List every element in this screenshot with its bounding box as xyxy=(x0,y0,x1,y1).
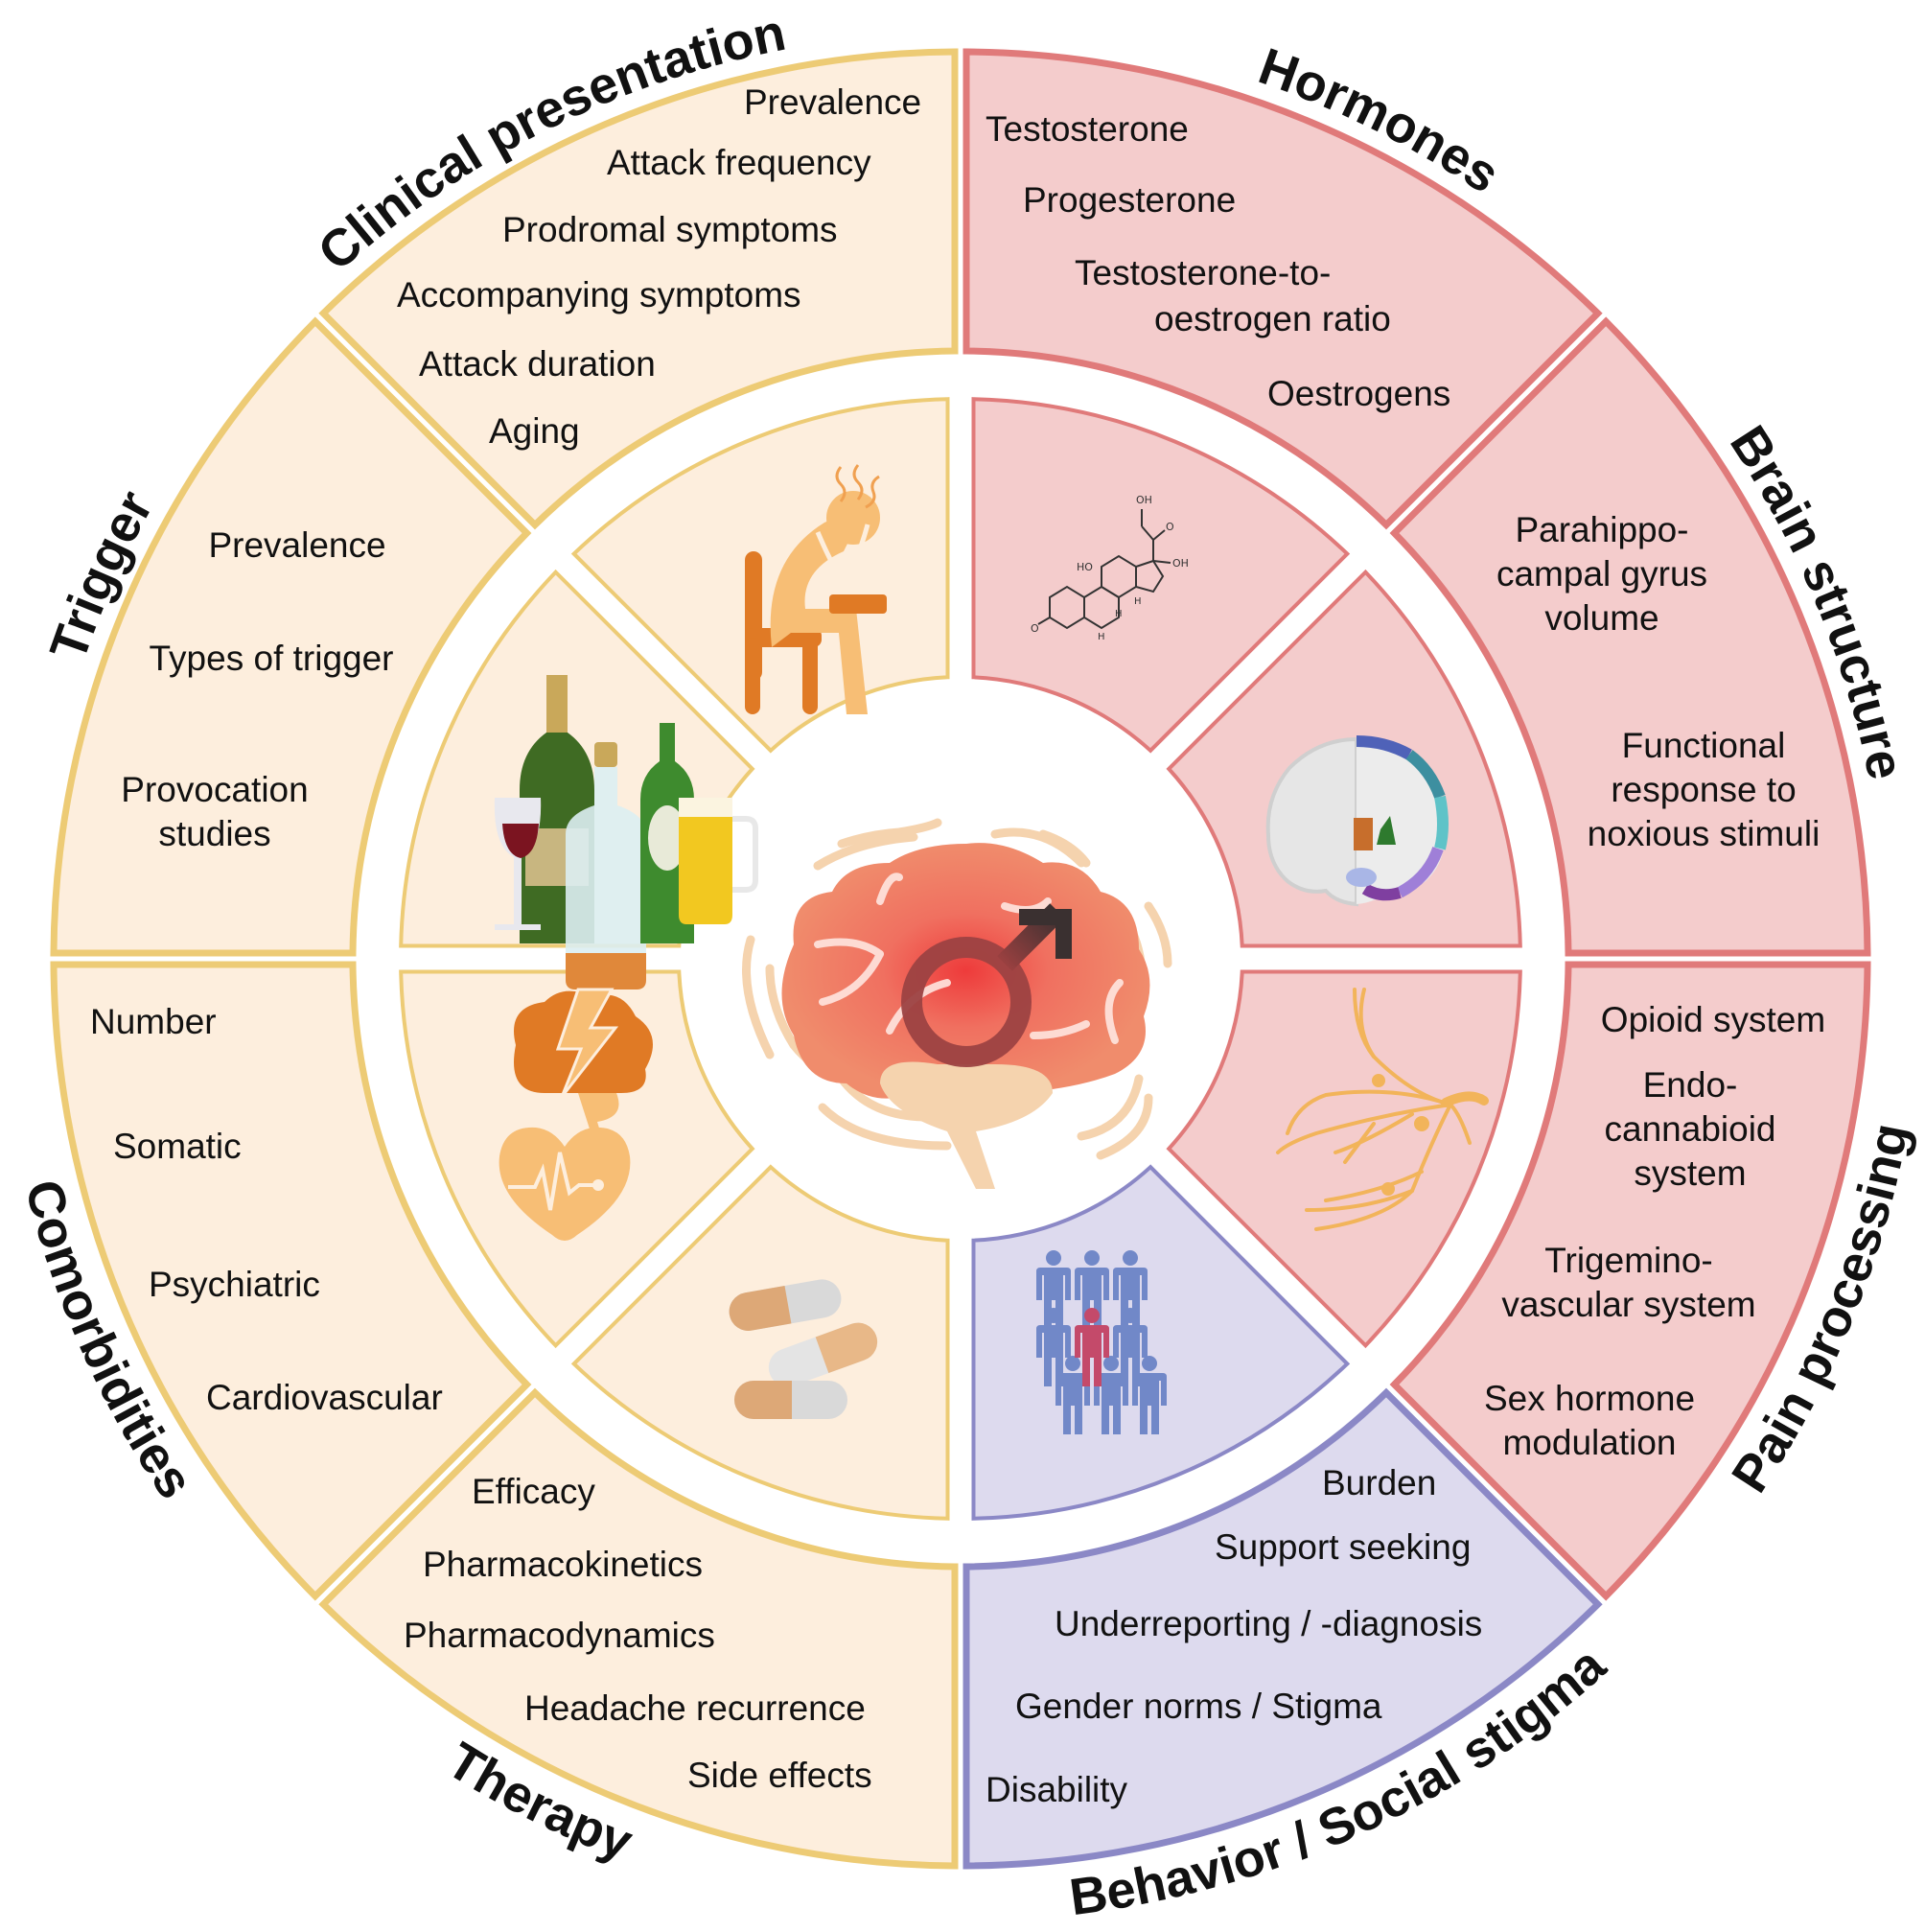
brain-structure-item-functional-response: Functional response to noxious stimuli xyxy=(1588,724,1821,856)
hormones-item-testosterone: Testosterone xyxy=(986,109,1189,149)
comorbidities-item-psychiatric: Psychiatric xyxy=(149,1265,320,1304)
line: modulation xyxy=(1502,1423,1677,1462)
line: volume xyxy=(1544,598,1659,638)
brain-and-heart-icon xyxy=(499,988,653,1241)
clinical-item-attack-frequency: Attack frequency xyxy=(607,143,871,182)
svg-text:H: H xyxy=(1115,609,1123,619)
svg-text:OH: OH xyxy=(1172,557,1189,570)
clinical-item-prevalence: Prevalence xyxy=(744,82,922,122)
outer-sector-hormones xyxy=(962,48,1603,530)
outer-sector-brain-structure xyxy=(1389,316,1871,957)
comorbidities-item-somatic: Somatic xyxy=(113,1127,242,1166)
svg-text:OH: OH xyxy=(1136,494,1152,506)
hormones-item-ratio-line2: oestrogen ratio xyxy=(1154,299,1391,338)
svg-text:O: O xyxy=(1166,521,1174,533)
svg-text:HO: HO xyxy=(1077,561,1093,573)
line: Provocation xyxy=(121,770,309,809)
outer-sector-comorbidities xyxy=(50,961,532,1601)
line: vascular system xyxy=(1501,1285,1756,1324)
svg-text:H: H xyxy=(1134,596,1142,607)
trigger-item-prevalence: Prevalence xyxy=(208,524,385,568)
behavior-item-gender-norms: Gender norms / Stigma xyxy=(1015,1687,1382,1726)
pain-item-endocannabioid: Endo- cannabioid system xyxy=(1605,1063,1776,1196)
therapy-item-pharmacodynamics: Pharmacodynamics xyxy=(404,1616,715,1655)
hormones-item-progesterone: Progesterone xyxy=(1023,180,1237,220)
svg-text:H: H xyxy=(1098,632,1105,642)
svg-text:O: O xyxy=(1031,622,1039,635)
inner-sector-hormones xyxy=(971,397,1351,754)
inner-sector-pain-processing xyxy=(1166,969,1522,1349)
clinical-item-prodromal-symptoms: Prodromal symptoms xyxy=(502,210,838,249)
clinical-item-attack-duration: Attack duration xyxy=(419,344,656,384)
therapy-item-side-effects: Side effects xyxy=(687,1756,872,1795)
clinical-item-accompanying-symptoms: Accompanying symptoms xyxy=(397,275,801,314)
trigger-item-provocation-studies: Provocation studies xyxy=(121,768,308,856)
therapy-item-headache-recurrence: Headache recurrence xyxy=(524,1688,866,1728)
clinical-item-aging: Aging xyxy=(489,411,580,451)
line: Trigemino- xyxy=(1544,1241,1713,1280)
trigger-item-types-of-trigger: Types of trigger xyxy=(149,637,393,681)
line: Functional xyxy=(1621,726,1786,765)
line: Sex hormone xyxy=(1483,1379,1696,1418)
line: Prevalence xyxy=(208,525,386,565)
hormones-item-oestrogens: Oestrogens xyxy=(1267,374,1451,413)
behavior-item-underreporting: Underreporting / -diagnosis xyxy=(1055,1604,1483,1643)
line: response to xyxy=(1611,770,1797,809)
inner-sector-therapy xyxy=(570,1164,950,1521)
hormones-item-ratio-line1: Testosterone-to- xyxy=(1075,253,1332,292)
line: cannabioid xyxy=(1604,1109,1776,1149)
line: Types of trigger xyxy=(149,639,394,678)
outer-sector-pain-processing xyxy=(1389,961,1871,1601)
pills-icon xyxy=(729,1279,878,1419)
brain-coronal-section-icon xyxy=(1265,735,1449,907)
behavior-item-support-seeking: Support seeking xyxy=(1215,1527,1472,1567)
people-group-icon xyxy=(1036,1250,1167,1434)
comorbidities-item-number: Number xyxy=(90,1002,217,1041)
pain-item-sex-hormone-modulation: Sex hormone modulation xyxy=(1484,1377,1695,1465)
steroid-molecule-icon: OH O OH HO O H H H xyxy=(1031,494,1189,642)
outer-sector-clinical-presentation xyxy=(318,48,959,530)
pain-item-trigeminovascular: Trigemino- vascular system xyxy=(1501,1239,1755,1327)
line: noxious stimuli xyxy=(1587,814,1821,853)
comorbidities-item-cardiovascular: Cardiovascular xyxy=(206,1378,443,1417)
line: Opioid system xyxy=(1600,1000,1826,1039)
line: system xyxy=(1634,1153,1747,1193)
outer-sector-trigger xyxy=(50,316,532,957)
pain-item-opioid-system: Opioid system xyxy=(1601,998,1825,1042)
outer-sector-therapy xyxy=(318,1387,959,1870)
line: studies xyxy=(158,814,271,853)
line: campal gyrus xyxy=(1496,554,1708,594)
headache-person-icon xyxy=(745,464,887,714)
neuron-icon xyxy=(1276,988,1489,1231)
behavior-item-burden: Burden xyxy=(1322,1463,1437,1502)
line: Endo- xyxy=(1642,1065,1738,1105)
alcoholic-drinks-icon xyxy=(494,675,758,989)
therapy-item-pharmacokinetics: Pharmacokinetics xyxy=(423,1545,704,1584)
brain-structure-item-parahippocampal: Parahippo- campal gyrus volume xyxy=(1496,508,1707,640)
center-brain-male-symbol-icon xyxy=(742,818,1172,1189)
line: Parahippo- xyxy=(1515,510,1689,549)
outer-sector-behavior xyxy=(962,1387,1603,1870)
behavior-item-disability: Disability xyxy=(986,1770,1128,1809)
therapy-item-efficacy: Efficacy xyxy=(472,1472,595,1511)
